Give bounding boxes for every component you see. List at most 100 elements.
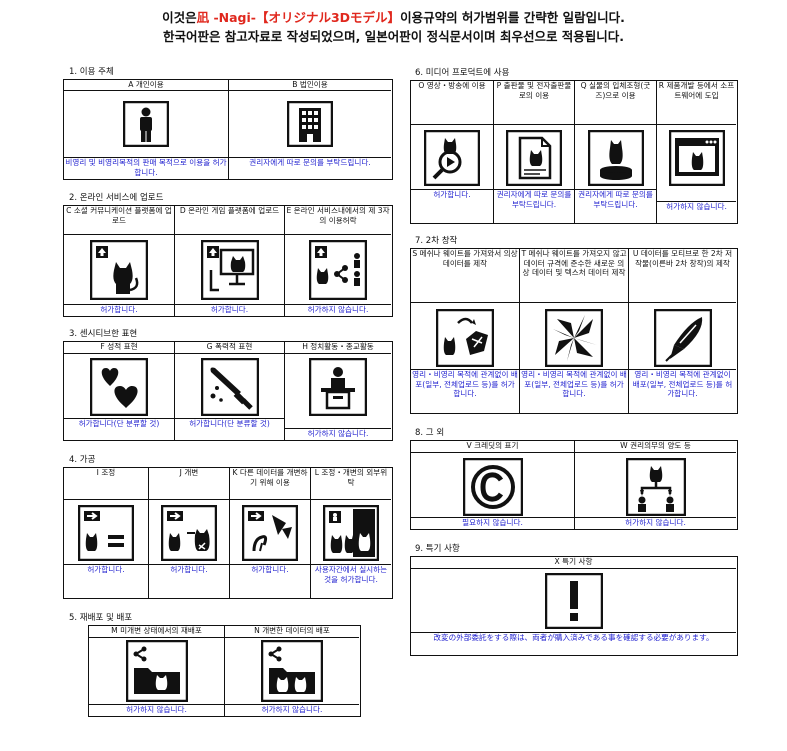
- upload-cat-icon: [90, 240, 148, 300]
- outsource-icon: [323, 505, 379, 561]
- header-brand: 凪 -Nagi-【オリジナル3Dモデル】: [196, 10, 401, 25]
- section-processing: 4. 가공: [69, 455, 95, 466]
- section-title: 6. 미디어 프로덕트에 사용: [415, 68, 510, 78]
- pen-nib-icon: [653, 309, 712, 367]
- cell-desc: 허가하지 않습니다.: [285, 304, 391, 316]
- section-3-grid: F 성적 표현 허가합니다(단 분류할 것) G 폭력적 표현 허가합니다(단 …: [63, 341, 393, 441]
- office-building-icon: [287, 101, 333, 147]
- cell-e-third-party-license: E 온라인 서비스내에서의 제 3자의 이용허락 허가하지 않습니다.: [284, 206, 391, 316]
- cell-label: R 제품개발 등에서 소프트웨어에 도입: [657, 81, 736, 125]
- cell-label: F 성적 표현: [64, 342, 174, 354]
- cell-desc: 허가하지 않습니다.: [657, 201, 736, 223]
- cell-s-clothing-with-mesh: S 메쉬나 웨이트를 가져와서 의상 데이터를 제작 영리・비영리 목적에 관계…: [411, 249, 519, 413]
- header-suffix: 이용규약의 허가범위를 간략한 일람입니다.: [400, 10, 625, 25]
- knife-icon: [200, 358, 259, 416]
- cell-label: B 법인이용: [229, 80, 391, 91]
- cell-h-political-religious: H 정치활동・종교활동 허가하지 않습니다.: [284, 342, 391, 440]
- section-title: 4. 가공: [69, 455, 96, 465]
- cell-p-publication: P 출판물 및 전자출판물로의 이용 권리자에게 따로 문의를 부탁드립니다.: [493, 81, 574, 223]
- cell-desc: 허가합니다.: [411, 189, 493, 223]
- cell-desc: 허가합니다.: [230, 564, 310, 598]
- cell-d-game-upload: D 온라인 게임 플랫폼에 업로드 허가합니다.: [174, 206, 284, 316]
- cell-label: P 출판물 및 전자출판물로의 이용: [494, 81, 574, 125]
- cell-desc: 허가합니다.: [64, 304, 174, 316]
- cell-label: I 조정: [64, 468, 148, 500]
- header-line-1: 이것은凪 -Nagi-【オリジナル3Dモデル】이용규약의 허가범위를 간략한 일…: [0, 8, 787, 27]
- cell-label: L 조정・개변의 외부위탁: [311, 468, 391, 500]
- cell-m-redistribution-unmodified: M 미개변 상태에서의 재배포 허가하지 않습니다.: [89, 626, 224, 716]
- cell-desc: 허가하지 않습니다.: [225, 704, 359, 716]
- software-window-icon: [668, 130, 725, 186]
- cell-f-sexual-expression: F 성적 표현 허가합니다(단 분류할 것): [64, 342, 174, 440]
- cell-desc: 허가하지 않습니다.: [89, 704, 224, 716]
- section-5-grid: M 미개변 상태에서의 재배포 허가하지 않습니다. N 개변한 데이터의 배포…: [88, 625, 361, 717]
- cell-label: H 정치활동・종교활동: [285, 342, 391, 354]
- cell-desc: 허가합니다.: [175, 304, 284, 316]
- cell-desc: 영리・비영리 목적에 관계없이 배포(일부, 전체업로드 등)를 허가합니다.: [629, 369, 736, 413]
- section-7-grid: S 메쉬나 웨이트를 가져와서 의상 데이터를 제작 영리・비영리 목적에 관계…: [410, 248, 738, 414]
- cell-desc: 허가하지 않습니다.: [575, 517, 736, 529]
- cell-desc: 영리・비영리 목적에 관계없이 배포(일부, 전체업로드 등)를 허가합니다.: [520, 369, 628, 413]
- section-9-grid: X 특기 사항 改変の外部委託をする際は、両者が購入済みである事を確認する必要が…: [410, 556, 738, 656]
- cat-clothing-icon: [436, 309, 494, 367]
- cell-desc: 사용자간에서 실시하는 것을 허가합니다.: [311, 564, 391, 598]
- modify-cats-icon: [161, 505, 217, 561]
- cell-desc: 허가합니다(단 분류할 것): [64, 418, 174, 440]
- cell-label: Q 실물의 입체조형(굿즈)으로 이용: [575, 81, 656, 125]
- section-others: 8. 그 외: [415, 428, 444, 439]
- share-modified-folder-icon: [261, 640, 323, 702]
- cell-desc: 허가하지 않습니다.: [285, 428, 391, 440]
- copyright-icon: [462, 458, 523, 516]
- section-title: 1. 이용 주체: [69, 67, 114, 77]
- cell-label: S 메쉬나 웨이트를 가져와서 의상 데이터를 제작: [411, 249, 519, 303]
- cell-label: G 폭력적 표현: [175, 342, 284, 354]
- cell-i-adjust: I 조정 허가합니다.: [64, 468, 148, 598]
- cell-desc: 허가합니다.: [149, 564, 229, 598]
- parts-use-icon: [242, 505, 298, 561]
- share-users-icon: [309, 240, 367, 300]
- cell-v-credit: V 크레딧의 표기 필요하지 않습니다.: [411, 441, 574, 529]
- cell-desc: 권리자에게 따로 문의를 부탁드립니다.: [494, 189, 574, 223]
- cell-desc: 영리・비영리 목적에 관계없이 배포(일부, 전체업로드 등)를 허가합니다.: [411, 369, 519, 413]
- section-redistribution: 5. 재배포 및 배포: [69, 613, 132, 624]
- cell-desc: 필요하지 않습니다.: [411, 517, 574, 529]
- cell-label: E 온라인 서비스내에서의 제 3자의 이용허락: [285, 206, 391, 235]
- cell-n-distribute-modified: N 개변한 데이터의 배포 허가하지 않습니다.: [224, 626, 359, 716]
- cell-label: V 크레딧의 표기: [411, 441, 574, 453]
- section-special-notes: 9. 특기 사항: [415, 544, 460, 555]
- exclamation-icon: [544, 573, 603, 629]
- section-1-grid: A 개인이용 비영리 및 비영리목적의 판매 목적으로 이용을 허가합니다. B…: [63, 79, 393, 180]
- cell-label: K 다른 데이터를 개변하기 위해 이용: [230, 468, 310, 500]
- document-cat-icon: [506, 130, 562, 186]
- section-6-grid: O 영상・방송에 이용 허가합니다. P 출판물 및 전자출판물로의 이용 권리…: [410, 80, 738, 224]
- cell-desc: 改変の外部委託をする際は、両者が購入済みである事を確認する必要があります。: [411, 632, 736, 655]
- section-sensitive-expression: 3. 센시티브한 표현: [69, 329, 137, 340]
- section-title: 9. 특기 사항: [415, 544, 460, 554]
- cell-label: J 개변: [149, 468, 229, 500]
- cell-label: U 데이터를 모티브로 한 2차 저작물(이른바 2차 창작)의 제작: [629, 249, 736, 303]
- cell-r-software: R 제품개발 등에서 소프트웨어에 도입 허가하지 않습니다.: [656, 81, 736, 223]
- cell-label: M 미개변 상태에서의 재배포: [89, 626, 224, 638]
- header-line-2: 한국어판은 참고자료로 작성되었으며, 일본어판이 정식문서이며 최우선으로 적…: [162, 29, 625, 44]
- cell-label: O 영상・방송에 이용: [411, 81, 493, 125]
- podium-icon: [309, 358, 367, 416]
- game-upload-icon: [200, 240, 259, 300]
- cell-desc: 권리자에게 따로 문의를 부탁드립니다.: [229, 157, 391, 179]
- cell-desc: 권리자에게 따로 문의를 부탁드립니다.: [575, 189, 656, 223]
- section-title: 5. 재배포 및 배포: [69, 613, 133, 623]
- cell-x-special-note: X 특기 사항 改変の外部委託をする際は、両者が購入済みである事を確認する必要が…: [411, 557, 736, 655]
- video-search-icon: [424, 130, 480, 186]
- section-title: 3. 센시티브한 표현: [69, 329, 138, 339]
- section-8-grid: V 크레딧의 표기 필요하지 않습니다. W 권리의무의 양도 등 허가하지 않…: [410, 440, 738, 530]
- hearts-icon: [90, 358, 148, 416]
- person-icon: [123, 101, 169, 147]
- cell-label: A 개인이용: [64, 80, 228, 91]
- cell-label: D 온라인 게임 플랫폼에 업로드: [175, 206, 284, 235]
- section-title: 2. 온라인 서비스에 업로드: [69, 193, 164, 203]
- cell-o-video-broadcast: O 영상・방송에 이용 허가합니다.: [411, 81, 493, 223]
- section-4-grid: I 조정 허가합니다. J 개변 허가합니다. K 다른 데이터를 개변하기 위…: [63, 467, 393, 599]
- cell-label: T 메쉬나 웨이트를 가져오지 않고 데이터 규격에 준수한 새로운 의상 데이…: [520, 249, 628, 303]
- cell-g-violent-expression: G 폭력적 표현 허가합니다(단 분류할 것): [174, 342, 284, 440]
- share-folder-icon: [125, 640, 188, 702]
- section-usage-subject: 1. 이용 주체: [69, 67, 114, 78]
